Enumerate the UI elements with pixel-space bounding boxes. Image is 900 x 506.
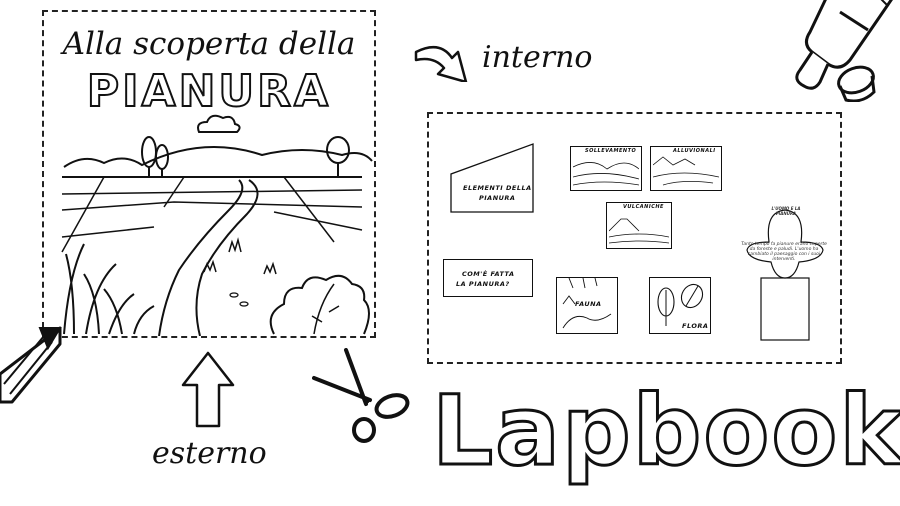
- card-come-line2: LA PIANURA?: [456, 280, 510, 288]
- lapbook-title: Lapbook: [430, 374, 900, 489]
- scissors-icon: [312, 348, 410, 443]
- up-arrow-icon: [181, 351, 235, 428]
- cover-title: Alla scoperta della: [62, 26, 356, 62]
- card-vulcaniche: VULCANICHE: [606, 202, 672, 249]
- plain-landscape-illustration: [61, 114, 373, 336]
- card-alluvionali: ALLUVIONALI: [650, 146, 722, 191]
- card-sollevamento-label: SOLLEVAMENTO: [585, 148, 637, 154]
- card-elementi-line1: ELEMENTI DELLA: [463, 184, 532, 192]
- leaves-illustration: [657, 283, 704, 326]
- card-fauna-label: FAUNA: [575, 300, 602, 308]
- card-elementi-line2: PIANURA: [479, 194, 516, 202]
- pencil-icon: [0, 326, 62, 404]
- card-alluvionali-label: ALLUVIONALI: [673, 148, 716, 154]
- cover-panel: Alla scoperta della PIANURA: [42, 10, 376, 338]
- label-interno: interno: [482, 40, 593, 75]
- tag-title: L'UOMO E LA PIANURA: [771, 206, 801, 216]
- card-sollevamento: SOLLEVAMENTO: [570, 146, 642, 191]
- card-fauna: FAUNA: [556, 277, 618, 334]
- inner-panel: ELEMENTI DELLA PIANURA SOLLEVAMENTO ALLU…: [427, 112, 842, 364]
- card-elementi-shape: [450, 143, 534, 213]
- curved-arrow-icon: [414, 45, 468, 82]
- label-esterno: esterno: [152, 436, 267, 471]
- card-flora: FLORA: [649, 277, 711, 334]
- tag-text: Tanto tempo fa pianure erano coperte da …: [741, 242, 827, 262]
- card-flora-label: FLORA: [682, 322, 709, 330]
- card-come-line1: COM'È FATTA: [462, 270, 515, 278]
- uplift-illustration: [573, 162, 639, 186]
- marker-icon: [795, 0, 893, 102]
- volcano-illustration: [609, 218, 669, 244]
- man-and-plain-tag: [746, 209, 824, 341]
- card-vulcaniche-label: VULCANICHE: [623, 204, 664, 210]
- card-come-fatta: COM'È FATTA LA PIANURA?: [443, 259, 533, 297]
- cover-main-word: PIANURA: [86, 65, 332, 118]
- animals-illustration: [562, 278, 612, 329]
- alluvial-illustration: [653, 156, 719, 186]
